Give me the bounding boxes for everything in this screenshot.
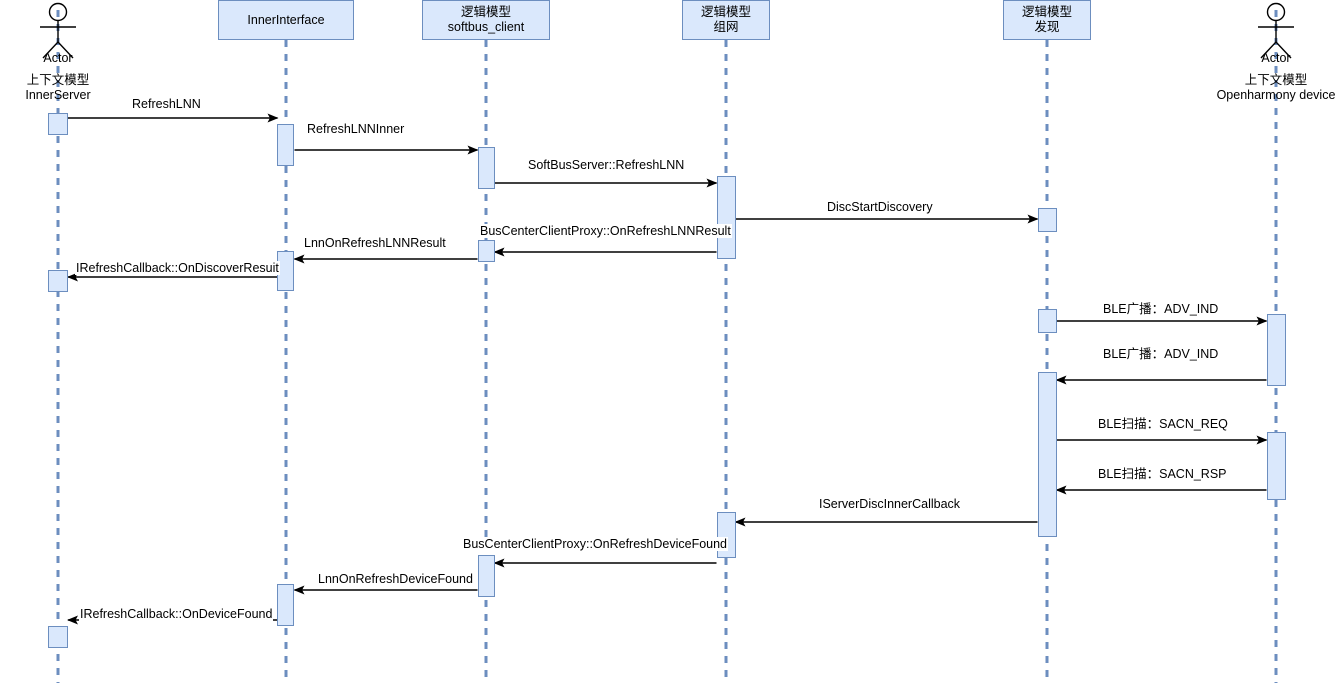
message-label: BLE扫描：SACN_REQ bbox=[1097, 417, 1229, 431]
actor-stereotype: Actor bbox=[1261, 51, 1291, 65]
actor-figure-inner_server bbox=[40, 2, 76, 59]
actor-figure-openharmony_device bbox=[1258, 2, 1294, 59]
actor-name: Openharmony device bbox=[1216, 88, 1336, 102]
actor-context-label: 上下文模型 bbox=[26, 73, 90, 87]
message-label: LnnOnRefreshDeviceFound bbox=[317, 572, 474, 586]
activation-bar-softbus_client[interactable] bbox=[478, 240, 495, 262]
message-label: BLE广播：ADV_IND bbox=[1102, 302, 1220, 316]
participant-box-discovery[interactable]: 逻辑模型发现 bbox=[1003, 0, 1091, 40]
activation-bar-networking[interactable] bbox=[717, 176, 736, 259]
activation-bar-discovery[interactable] bbox=[1038, 208, 1057, 232]
participant-title-line1: InnerInterface bbox=[247, 12, 325, 27]
activation-bar-discovery[interactable] bbox=[1038, 309, 1057, 333]
message-label: DiscStartDiscovery bbox=[826, 200, 934, 214]
actor-stereotype: Actor bbox=[43, 51, 73, 65]
participant-title-line1: 逻辑模型 bbox=[1021, 5, 1072, 19]
activation-bar-inner_interface[interactable] bbox=[277, 124, 294, 166]
message-label: RefreshLNNInner bbox=[306, 122, 406, 136]
participant-title-line2: softbus_client bbox=[447, 20, 525, 34]
activation-bar-inner_server[interactable] bbox=[48, 626, 68, 648]
actor-name: InnerServer bbox=[25, 88, 91, 102]
activation-bar-inner_server[interactable] bbox=[48, 113, 68, 135]
activation-bar-inner_interface[interactable] bbox=[277, 584, 294, 626]
message-label: BusCenterClientProxy::OnRefreshDeviceFou… bbox=[462, 537, 729, 551]
message-label: IServerDiscInnerCallback bbox=[818, 497, 962, 511]
activation-bar-inner_server[interactable] bbox=[48, 270, 68, 292]
message-label: IRefreshCallback::OnDeviceFound bbox=[79, 607, 274, 621]
actor-figures-group bbox=[40, 2, 1294, 59]
actor-context-label: 上下文模型 bbox=[1244, 73, 1308, 87]
message-label: IRefreshCallback::OnDiscoverResuit bbox=[75, 261, 280, 275]
message-label: BLE广播：ADV_IND bbox=[1102, 347, 1220, 361]
message-label: LnnOnRefreshLNNResult bbox=[303, 236, 447, 250]
activation-bar-discovery[interactable] bbox=[1038, 372, 1057, 537]
message-label: SoftBusServer::RefreshLNN bbox=[527, 158, 686, 172]
participant-title-line2: 发现 bbox=[1034, 20, 1060, 34]
message-label: RefreshLNN bbox=[131, 97, 202, 111]
participant-box-inner_interface[interactable]: InnerInterface bbox=[217, 0, 355, 40]
activation-bar-softbus_client[interactable] bbox=[478, 147, 495, 189]
activation-bar-networking[interactable] bbox=[717, 512, 736, 558]
activation-bar-softbus_client[interactable] bbox=[478, 555, 495, 597]
participant-box-networking[interactable]: 逻辑模型组网 bbox=[682, 0, 770, 40]
participant-title-line2: 组网 bbox=[713, 20, 739, 34]
activation-bar-openharmony_device[interactable] bbox=[1267, 432, 1286, 500]
activation-bar-openharmony_device[interactable] bbox=[1267, 314, 1286, 386]
message-label: BLE扫描：SACN_RSP bbox=[1097, 467, 1228, 481]
participant-title-line1: 逻辑模型 bbox=[700, 5, 751, 19]
lifelines-group bbox=[56, 10, 1278, 683]
participant-title-line1: 逻辑模型 bbox=[460, 5, 511, 19]
message-label: BusCenterClientProxy::OnRefreshLNNResult bbox=[479, 224, 732, 238]
